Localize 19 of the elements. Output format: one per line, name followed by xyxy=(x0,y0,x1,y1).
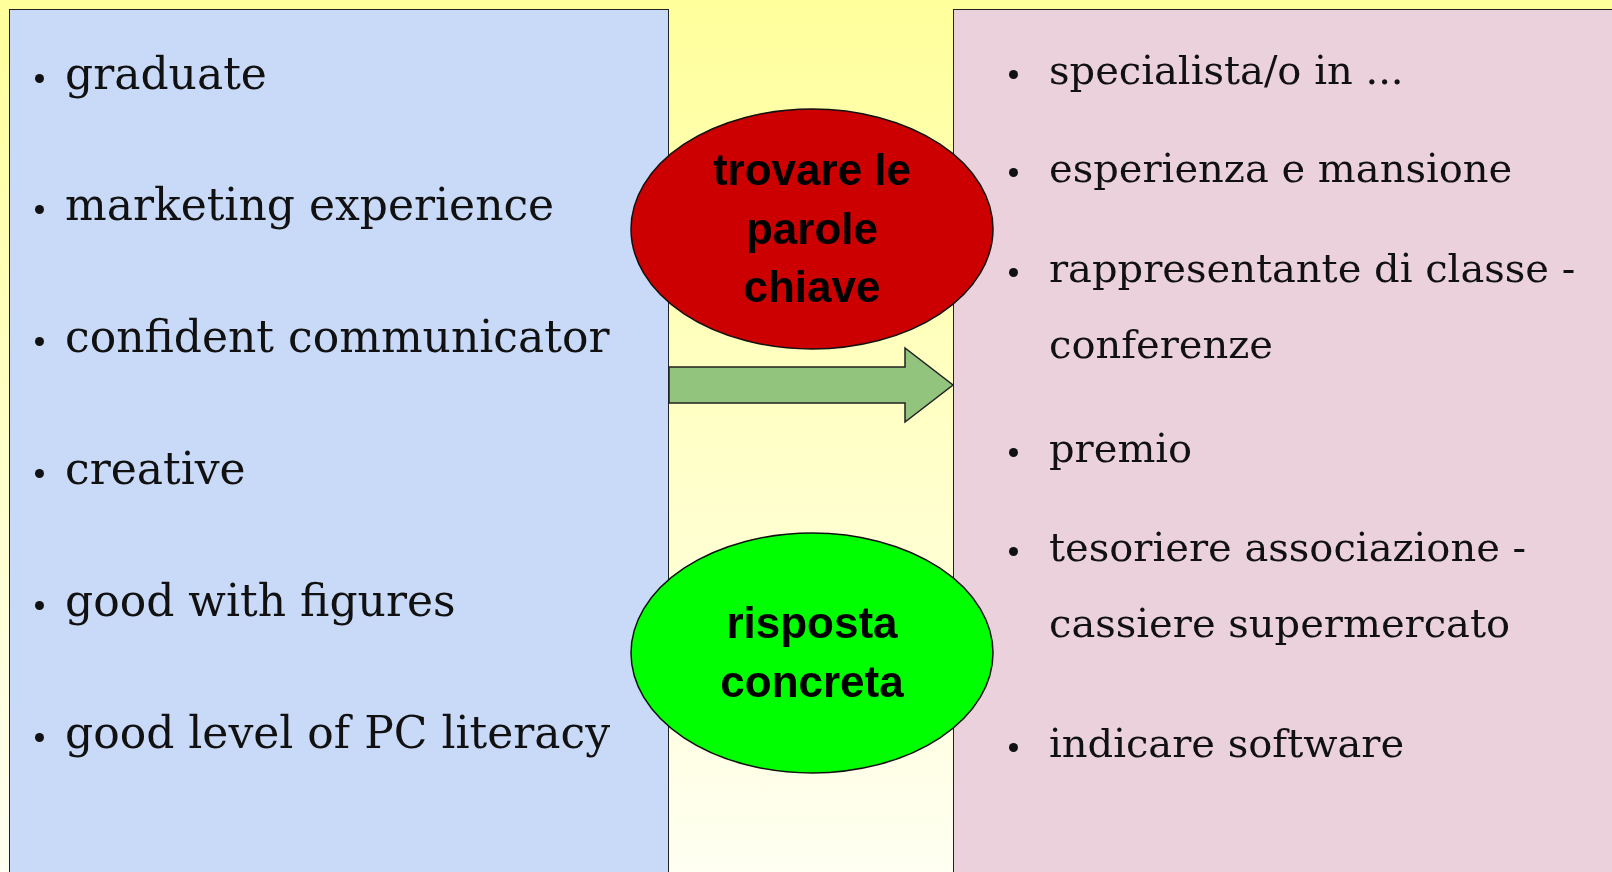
ellipse-shape xyxy=(630,108,994,350)
list-item: good with figures xyxy=(65,574,457,628)
list-item: specialista/o in ... xyxy=(1049,46,1405,95)
list-item: confident communicator xyxy=(65,310,611,364)
list-panel xyxy=(953,9,1612,872)
list-item: good level of PC literacy xyxy=(65,706,611,760)
ellipse-label: trovare le parole chiave xyxy=(711,144,913,314)
list-item: esperienza e mansione xyxy=(1049,144,1514,193)
list-item: tesoriere associazione - cassiere supermercato xyxy=(1049,523,1528,648)
list-panel xyxy=(9,9,669,872)
list-item: indicare software xyxy=(1049,719,1406,768)
ellipse-label: risposta concreta xyxy=(719,597,905,708)
ellipse-shape xyxy=(630,532,994,774)
list-item: premio xyxy=(1049,424,1194,473)
list-item: marketing experience xyxy=(65,178,556,232)
list-item: creative xyxy=(65,442,247,496)
list-item: rappresentante di classe - conferenze xyxy=(1049,244,1577,369)
list-item: graduate xyxy=(65,47,268,101)
block-arrow xyxy=(668,346,955,424)
